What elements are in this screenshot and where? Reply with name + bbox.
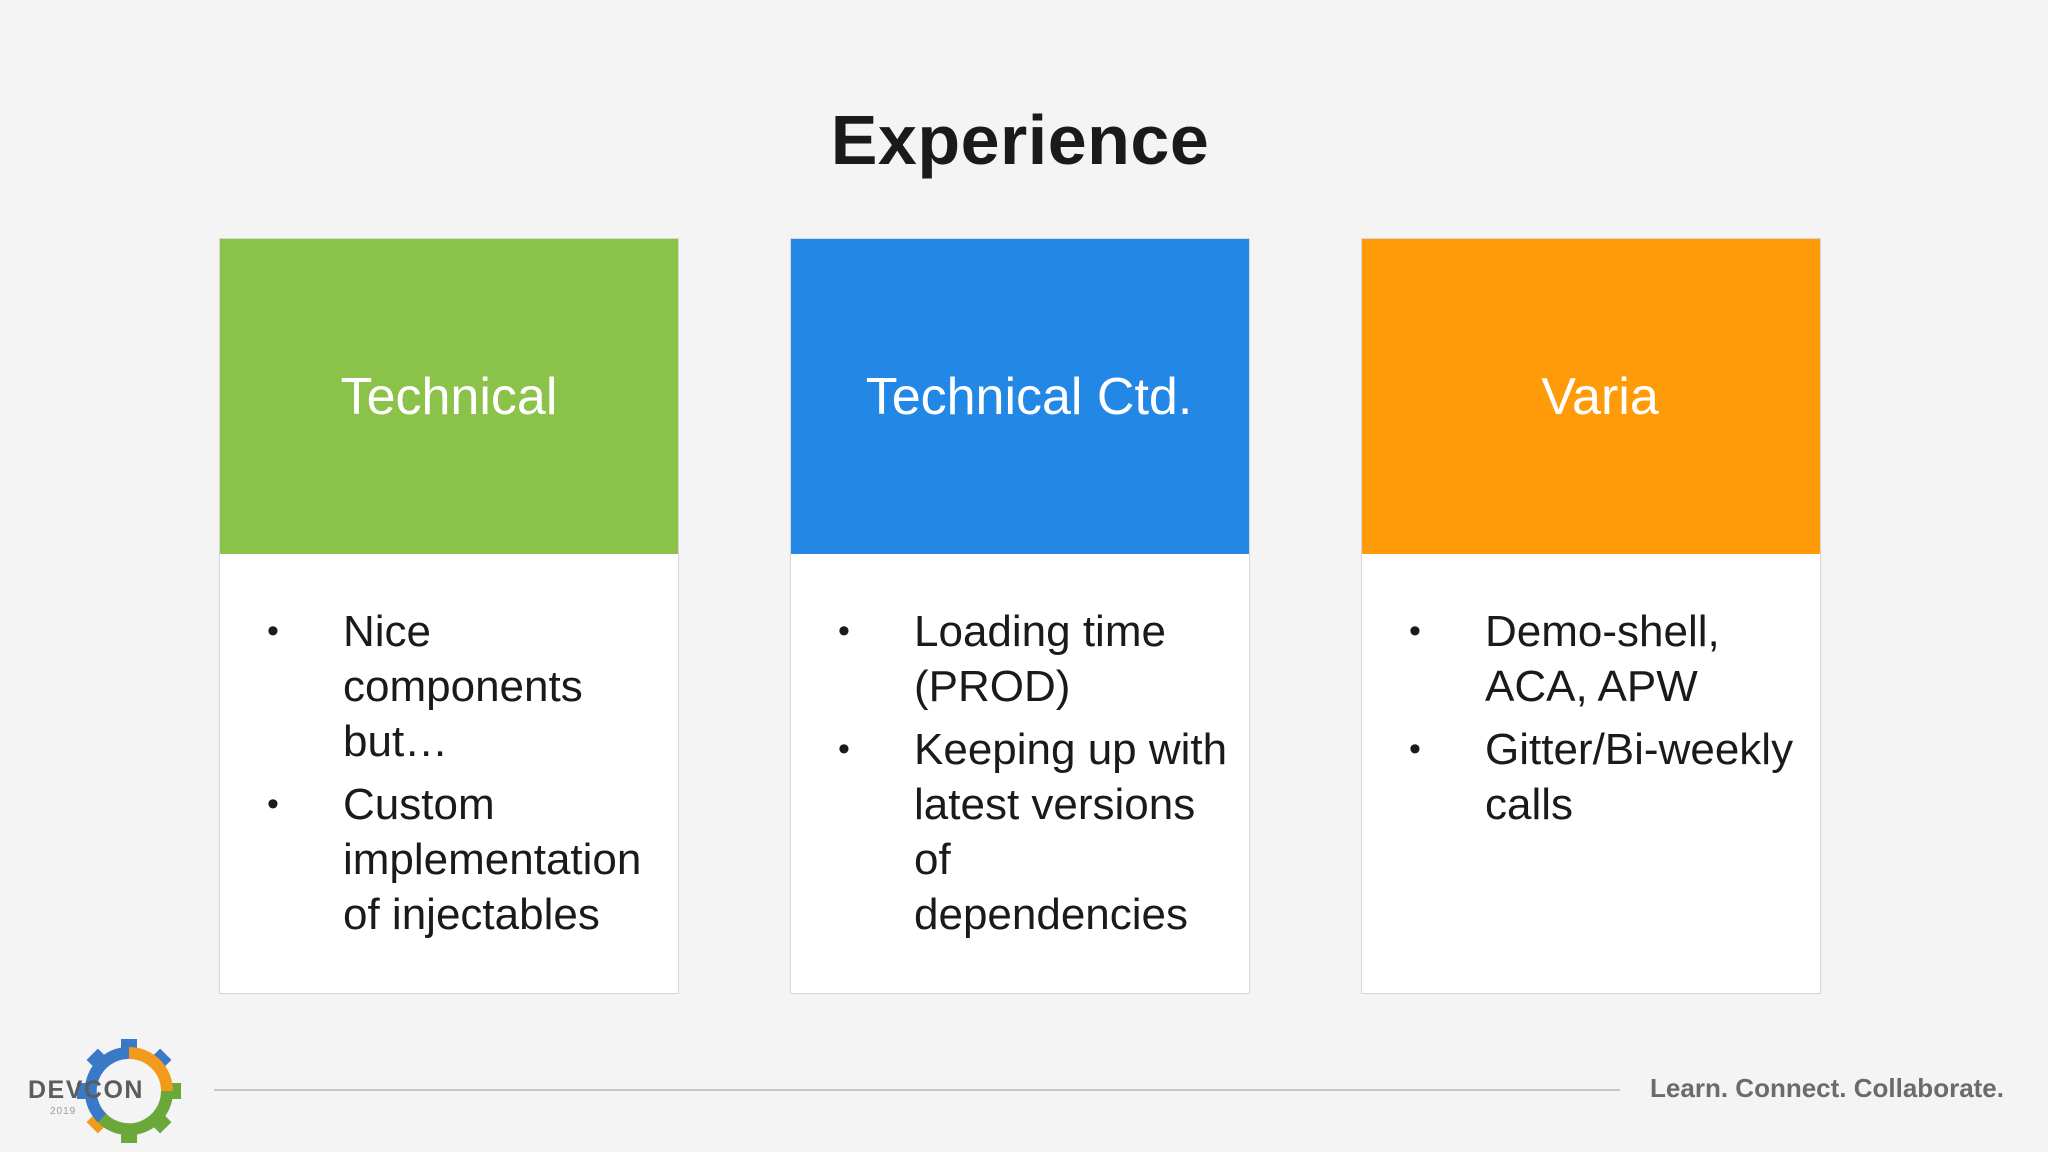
list-item: • Demo-shell, ACA, APW [1409,604,1800,714]
list-item: • Custom implementation of injectables [267,777,658,942]
bullet-text: Custom implementation of injectables [343,780,642,939]
card-header: Varia [1362,239,1820,554]
list-item: • Nice components but… [267,604,658,769]
slide-title: Experience [830,101,1210,179]
bullet-list: • Loading time (PROD) • Keeping up with … [791,554,1249,942]
gear-logo-icon [77,1039,181,1143]
card-technical-ctd: Technical Ctd. • Loading time (PROD) • K… [790,238,1250,994]
footer-tagline: Learn. Connect. Collaborate. [1650,1073,2004,1103]
card-header-label: Technical Ctd. [865,367,1193,426]
footer-divider [214,1089,1620,1091]
bullet-list: • Nice components but… • Custom implemen… [220,554,678,942]
card-varia: Varia • Demo-shell, ACA, APW • Gitter/Bi… [1361,238,1821,994]
bullet-text: Keeping up with latest versions of depen… [914,725,1228,939]
bullet-text: Gitter/Bi-weekly calls [1485,725,1794,829]
card-technical: Technical • Nice components but… • Custo… [219,238,679,994]
bullet-dot-icon: • [1409,730,1421,768]
logo-text: DEVCON [28,1076,144,1104]
bullet-dot-icon: • [838,730,850,768]
bullet-text: Loading time (PROD) [914,607,1166,711]
bullet-dot-icon: • [1409,612,1421,650]
list-item: • Keeping up with latest versions of dep… [838,722,1229,942]
card-header-label: Technical [340,367,558,426]
bullet-dot-icon: • [267,785,279,823]
bullet-text: Demo-shell, ACA, APW [1485,607,1720,711]
list-item: • Loading time (PROD) [838,604,1229,714]
bullet-dot-icon: • [267,612,279,650]
card-header: Technical Ctd. [791,239,1249,554]
bullet-dot-icon: • [838,612,850,650]
logo-year: 2019 [50,1106,77,1117]
card-header-label: Varia [1541,367,1659,426]
bullet-list: • Demo-shell, ACA, APW • Gitter/Bi-weekl… [1362,554,1820,832]
card-header: Technical [220,239,678,554]
devcon-logo: DEVCON 2019 [24,1036,184,1146]
list-item: • Gitter/Bi-weekly calls [1409,722,1800,832]
bullet-text: Nice components but… [343,607,583,766]
